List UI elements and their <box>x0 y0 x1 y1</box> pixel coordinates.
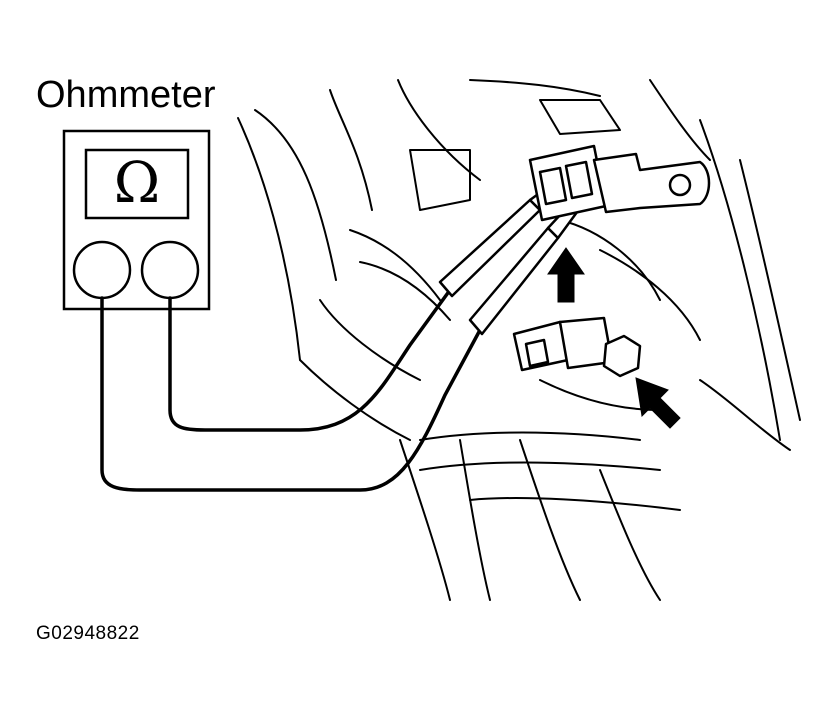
lower-connector <box>512 316 642 378</box>
engine-outline-misc-4 <box>699 379 791 451</box>
engine-outline-block <box>319 299 421 381</box>
engine-outline-bracket <box>409 149 471 211</box>
engine-outline-left <box>237 117 301 361</box>
engine-outline-pipe-2 <box>419 461 661 471</box>
arrow-diagonal-icon <box>635 377 681 429</box>
engine-outline-lower-2 <box>459 439 491 601</box>
engine-outline-misc <box>559 219 661 301</box>
engine-outline-pipe-3 <box>469 497 681 511</box>
ohm-symbol: Ω <box>113 151 161 216</box>
engine-outline-upper <box>329 89 373 211</box>
bolt-icon <box>602 334 642 378</box>
engine-outline-hose <box>349 229 441 301</box>
figure-code: G02948822 <box>36 623 140 644</box>
engine-outline-top-2 <box>539 99 621 135</box>
engine-outline-right-2 <box>739 159 801 421</box>
ohmmeter-leads <box>100 288 482 492</box>
arrow-up-icon <box>547 247 585 303</box>
engine-outline-right-3 <box>649 79 711 161</box>
engine-outline-lower-4 <box>599 469 661 601</box>
engine-outline-block-2 <box>299 359 411 441</box>
engine-outline-hose-2 <box>359 261 451 321</box>
connector-icon <box>528 144 711 222</box>
engine-outline-lower-3 <box>519 439 581 601</box>
diagram-title: Ohmmeter <box>36 74 216 116</box>
engine-outline-right <box>699 119 781 441</box>
engine-outline-misc-2 <box>599 249 701 341</box>
lead-left <box>100 296 482 492</box>
engine-outline-pipe <box>419 431 641 441</box>
engine-outline-top <box>469 79 601 97</box>
lead-right <box>168 288 452 432</box>
engine-outline-lower <box>399 439 451 601</box>
engine-outline-left-2 <box>254 109 337 281</box>
engine-outline-upper-2 <box>397 79 481 181</box>
